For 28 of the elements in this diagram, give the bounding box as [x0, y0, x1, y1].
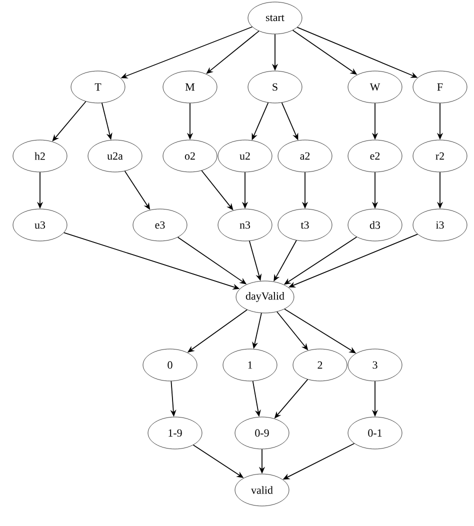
graph-node: u3 — [12, 208, 68, 242]
graph-node: d3 — [348, 208, 402, 242]
graph-node: 2 — [292, 348, 348, 382]
graph-node: S — [248, 70, 302, 104]
graph-node: F — [412, 70, 468, 104]
graph-node: M — [162, 70, 218, 104]
graph-node: 1 — [222, 348, 278, 382]
graph-node: valid — [234, 474, 290, 506]
graph-node: e3 — [132, 208, 188, 242]
graph-node: 3 — [348, 348, 402, 382]
graph-node: u2a — [88, 140, 142, 172]
graph-node: e2 — [348, 140, 402, 172]
graph-node: 0 — [142, 348, 198, 382]
graph-node: 0-9 — [234, 416, 290, 450]
graph-node: o2 — [162, 140, 218, 172]
graph-node: T — [70, 70, 126, 104]
graph-node: 1-9 — [148, 416, 202, 450]
graph-node: t3 — [278, 208, 332, 242]
graph-node: n3 — [218, 208, 272, 242]
graph-node: start — [248, 2, 302, 34]
graph-node: r2 — [412, 140, 468, 172]
graph-node: i3 — [412, 208, 468, 242]
graph-node: u2 — [218, 140, 272, 172]
graph-node: 0-1 — [348, 416, 402, 450]
graph-node: h2 — [12, 140, 68, 172]
graph-node: dayValid — [236, 280, 294, 314]
graph-node: W — [348, 70, 402, 104]
graph-node: a2 — [278, 140, 332, 172]
